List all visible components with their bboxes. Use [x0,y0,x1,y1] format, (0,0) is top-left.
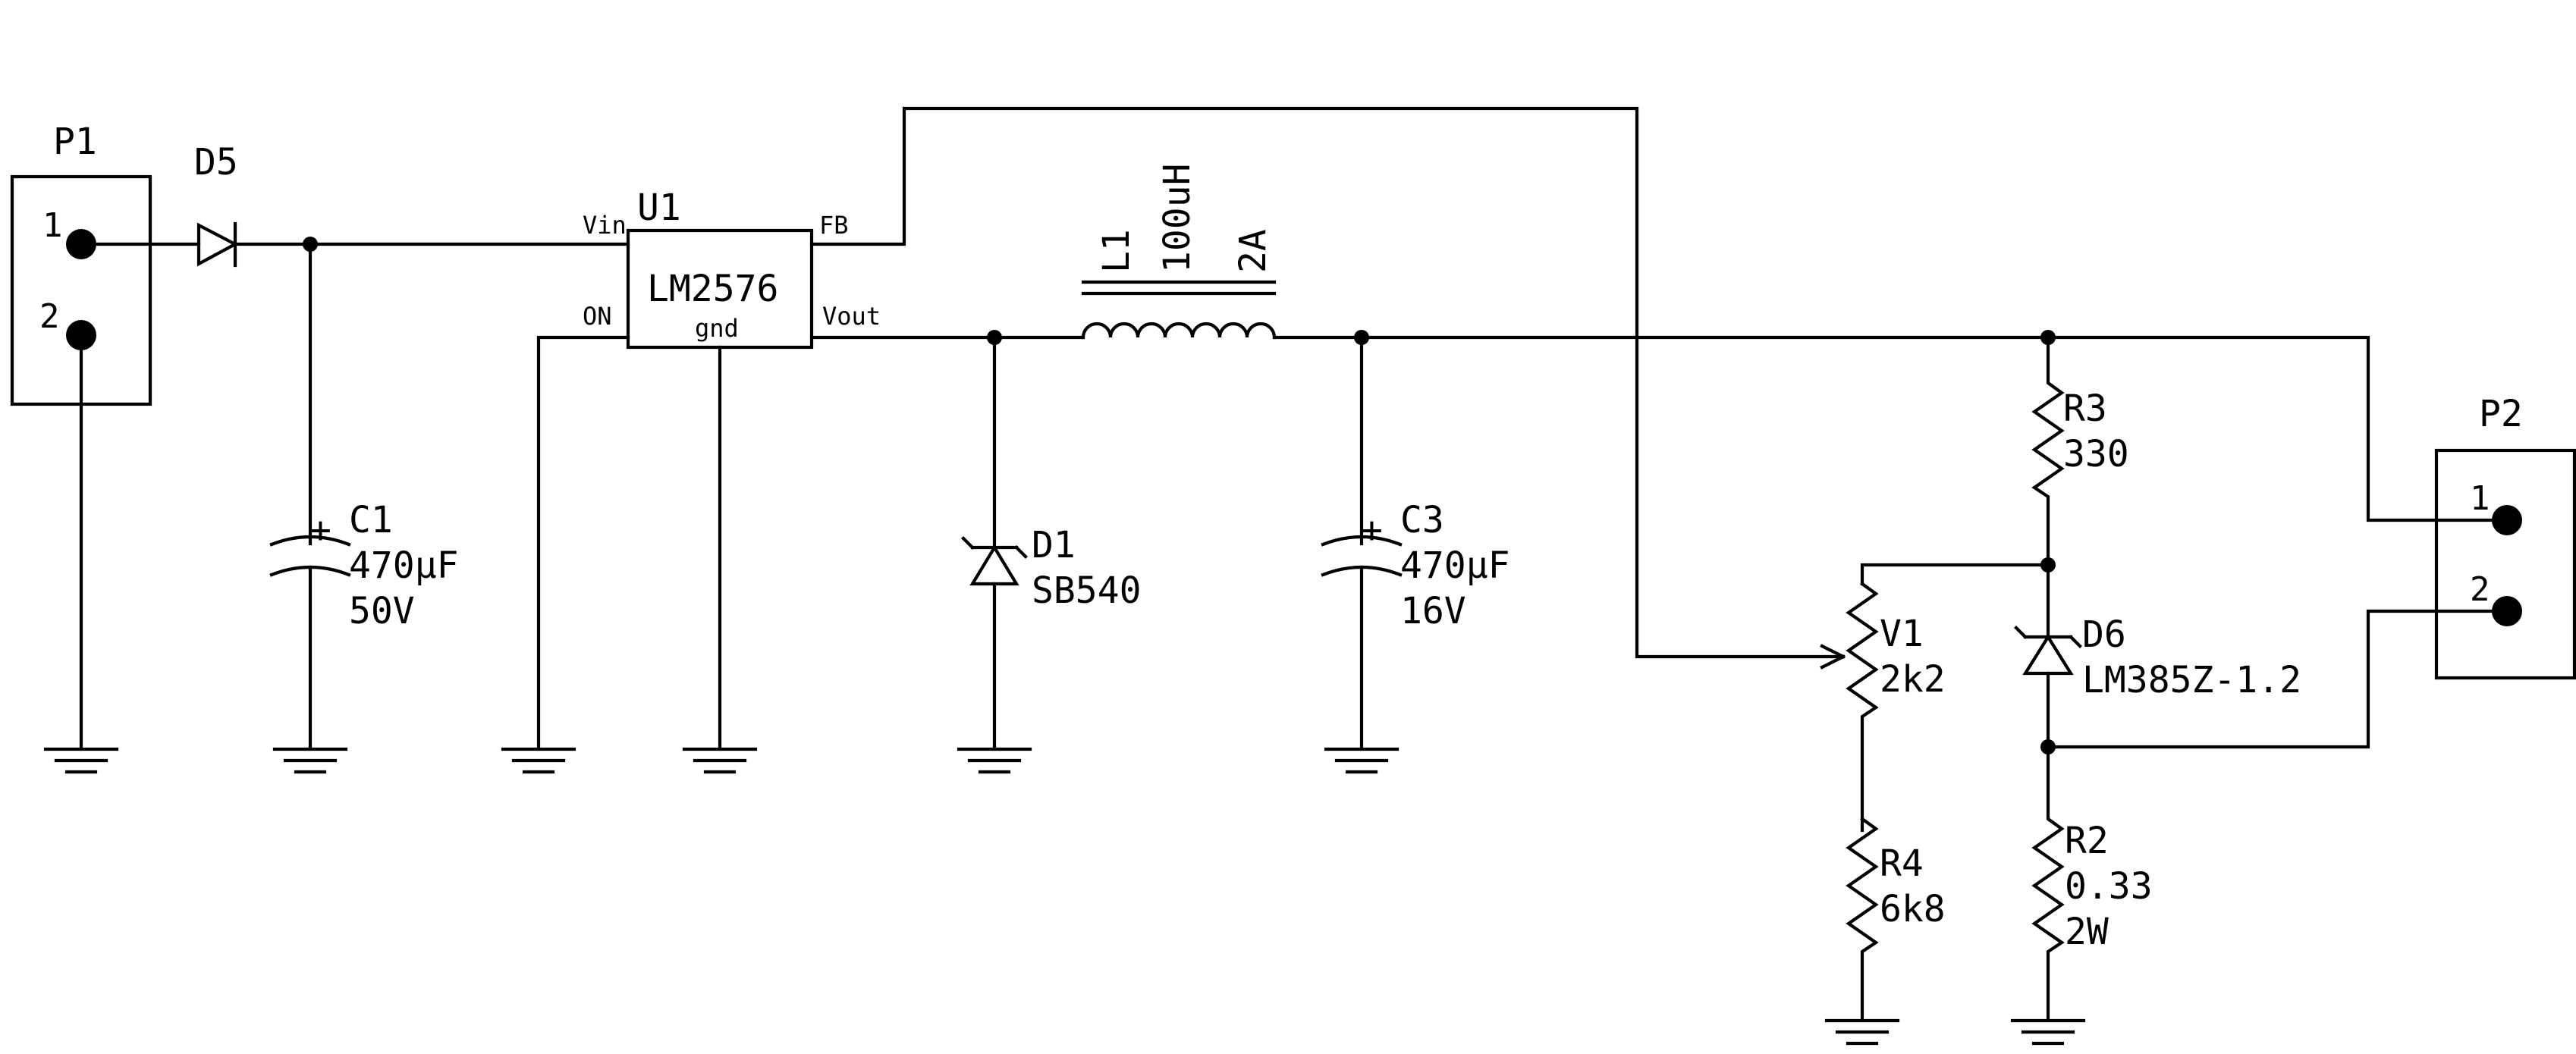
diode-d6-value: LM385Z-1.2 [2082,659,2301,701]
diode-d1: D1 SB540 [961,335,1142,749]
connector-p2-body [2434,448,2576,680]
regulator-u1-gnd-label: gnd [695,314,739,343]
wire-feedback [809,106,1846,659]
diode-d1-ref: D1 [1032,524,1076,566]
resistor-r3: R3 330 [2031,335,2129,567]
connector-p2-pin2-label: 2 [2470,570,2490,609]
capacitor-c1-rating: 50V [349,590,415,632]
resistor-r3-value: 330 [2063,433,2129,475]
connector-p2-ref: P2 [2479,393,2523,435]
resistor-r3-body [2031,335,2065,567]
inductor-l1: L1 100uH 2A [1081,164,1277,340]
inductor-l1-value: 100uH [1156,164,1198,274]
resistor-r4: R4 6k8 [1846,817,1946,1022]
diode-d6-cathode [2014,626,2082,648]
inductor-l1-core [1081,280,1277,296]
diode-d6-ref: D6 [2082,613,2126,656]
ground-symbol-c3 [1324,747,1400,774]
potentiometer-v1-wiper-arrow [1820,644,1846,670]
potentiometer-v1-ref: V1 [1880,613,1924,655]
connector-p1-ref: P1 [53,121,97,163]
diode-d1-value: SB540 [1032,569,1142,612]
regulator-u1: U1 LM2576 gnd Vin ON FB Vout [583,187,881,350]
ground-symbol-p1 [43,747,119,774]
connector-p1-pin1-label: 1 [42,206,63,245]
capacitor-c1-plate-top [269,535,351,547]
resistor-r4-body [1846,817,1879,1022]
resistor-r2-ref: R2 [2065,820,2109,862]
connector-p1-pin2-label: 2 [39,297,60,336]
capacitor-c3-plate-top [1321,535,1403,547]
capacitor-c3-rating: 16V [1400,590,1466,632]
regulator-u1-pin-vout: Vout [822,302,881,331]
diode-d5-body [196,222,239,267]
diode-d5: D5 [194,141,239,268]
capacitor-c3-polarity: + [1361,509,1383,551]
regulator-u1-ref: U1 [637,187,681,229]
ground-symbol-u1 [682,747,758,774]
inductor-l1-coil [1081,322,1277,340]
wire-on-gnd [536,335,630,749]
wire-output-rail [1272,335,2509,522]
inductor-l1-rating: 2A [1232,229,1274,273]
connector-p2: P2 1 2 [2434,393,2576,680]
ground-symbol-d1 [957,747,1032,774]
regulator-u1-pin-fb: FB [819,211,849,240]
capacitor-c1-ref: C1 [349,499,393,541]
ground-symbol-c1 [272,747,348,774]
resistor-r2-body [2031,745,2065,1022]
capacitor-c1: + C1 470µF 50V [269,242,459,749]
capacitor-c3: + C3 470µF 16V [1321,335,1510,749]
ground-symbol-on [501,747,576,774]
connector-p2-pin2-pad [2492,596,2522,626]
potentiometer-v1-body [1846,582,1879,833]
connector-p2-pin1-label: 1 [2470,479,2490,518]
inductor-l1-ref: L1 [1095,229,1138,273]
resistor-r2: R2 0.33 2W [2031,745,2153,1022]
regulator-u1-pin-on: ON [583,302,612,331]
potentiometer-v1-value: 2k2 [1880,658,1946,701]
diode-d6-body [2022,634,2074,676]
diode-d1-body [969,544,1019,586]
capacitor-c1-value: 470µF [349,544,459,587]
capacitor-c3-value: 470µF [1400,544,1510,587]
ground-symbol-r4 [1824,1018,1900,1046]
potentiometer-v1: V1 2k2 [1846,582,1946,833]
diode-d6: D6 LM385Z-1.2 [2014,563,2301,749]
resistor-r2-value: 0.33 [2065,865,2153,908]
diode-d5-ref: D5 [194,141,238,184]
resistor-r3-ref: R3 [2063,387,2107,430]
wire-v1-top [1860,563,2050,586]
capacitor-c3-ref: C3 [1400,499,1444,541]
regulator-u1-pin-vin: Vin [583,211,627,240]
diode-d1-cathode [961,536,1028,559]
connector-p2-pin1-pad [2492,505,2522,535]
ground-symbol-r2 [2010,1018,2086,1046]
resistor-r4-value: 6k8 [1880,888,1946,930]
resistor-r2-rating: 2W [2065,911,2109,953]
regulator-u1-part: LM2576 [647,268,778,310]
capacitor-c1-polarity: + [309,509,331,551]
resistor-r4-ref: R4 [1880,842,1924,885]
